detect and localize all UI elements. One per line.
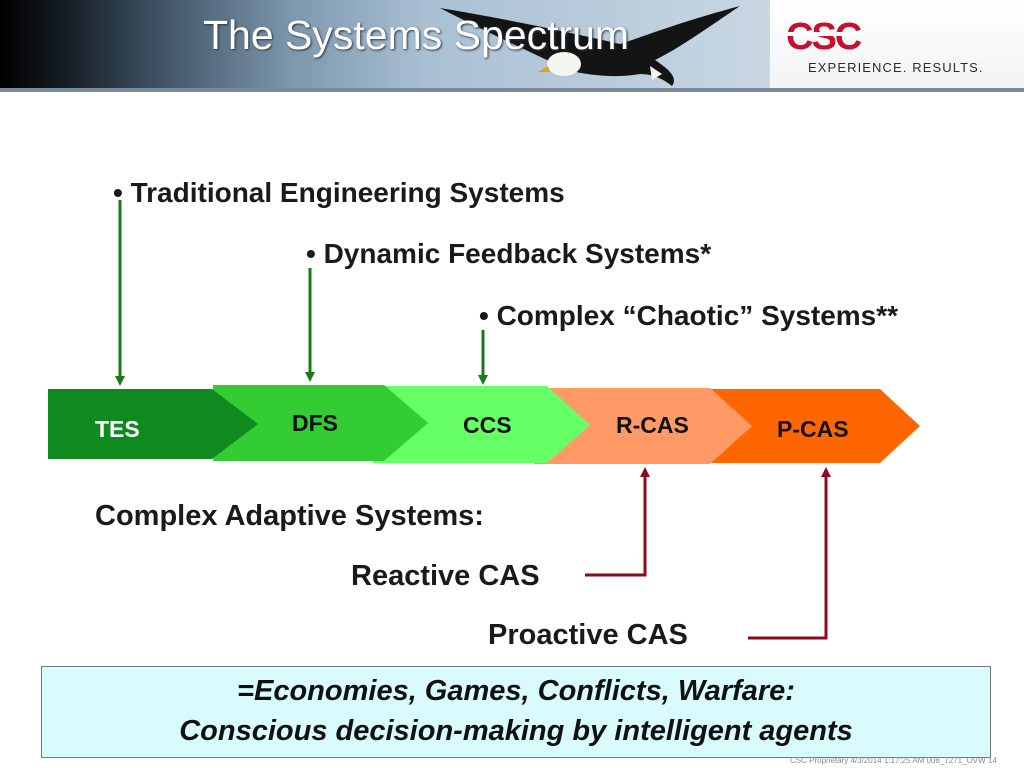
segment-pcas xyxy=(700,389,920,463)
label-ccs: CCS xyxy=(463,412,512,438)
slide-header: The Systems Spectrum CSC EXPERIENCE. RES… xyxy=(0,0,1024,92)
label-dfs: DFS xyxy=(292,410,338,436)
eagle-icon xyxy=(440,6,740,86)
slide-title: The Systems Spectrum xyxy=(203,12,630,58)
segment-dfs xyxy=(213,385,428,461)
examples-line-2: Conscious decision-making by intelligent… xyxy=(179,715,853,747)
header-eagle-banner xyxy=(0,0,770,88)
segment-ccs xyxy=(373,386,590,463)
cas-heading: Complex Adaptive Systems: xyxy=(95,500,484,532)
bullet-traditional-engineering: • Traditional Engineering Systems xyxy=(113,177,565,208)
examples-box: =Economies, Games, Conflicts, Warfare: C… xyxy=(41,666,991,758)
reactive-cas-label: Reactive CAS xyxy=(351,560,540,592)
bullet-dynamic-feedback: • Dynamic Feedback Systems* xyxy=(306,238,712,269)
segment-tes xyxy=(48,389,258,459)
tagline: EXPERIENCE. RESULTS. xyxy=(808,60,984,75)
proactive-cas-label: Proactive CAS xyxy=(488,619,688,651)
header-divider xyxy=(0,88,1024,92)
examples-line-1: =Economies, Games, Conflicts, Warfare: xyxy=(237,675,795,707)
bullet-complex-chaotic: • Complex “Chaotic” Systems** xyxy=(479,300,899,331)
label-rcas: R-CAS xyxy=(616,412,689,438)
logo-panel xyxy=(770,0,1024,88)
label-pcas: P-CAS xyxy=(777,416,849,442)
label-tes: TES xyxy=(95,416,140,442)
footer-note: CSC Proprietary 4/3/2014 1:17:25 AM 008_… xyxy=(790,756,997,765)
segment-rcas xyxy=(534,388,752,464)
csc-logo: CSC xyxy=(786,17,862,53)
connector-proactive xyxy=(748,467,831,640)
connector-reactive xyxy=(585,467,650,577)
